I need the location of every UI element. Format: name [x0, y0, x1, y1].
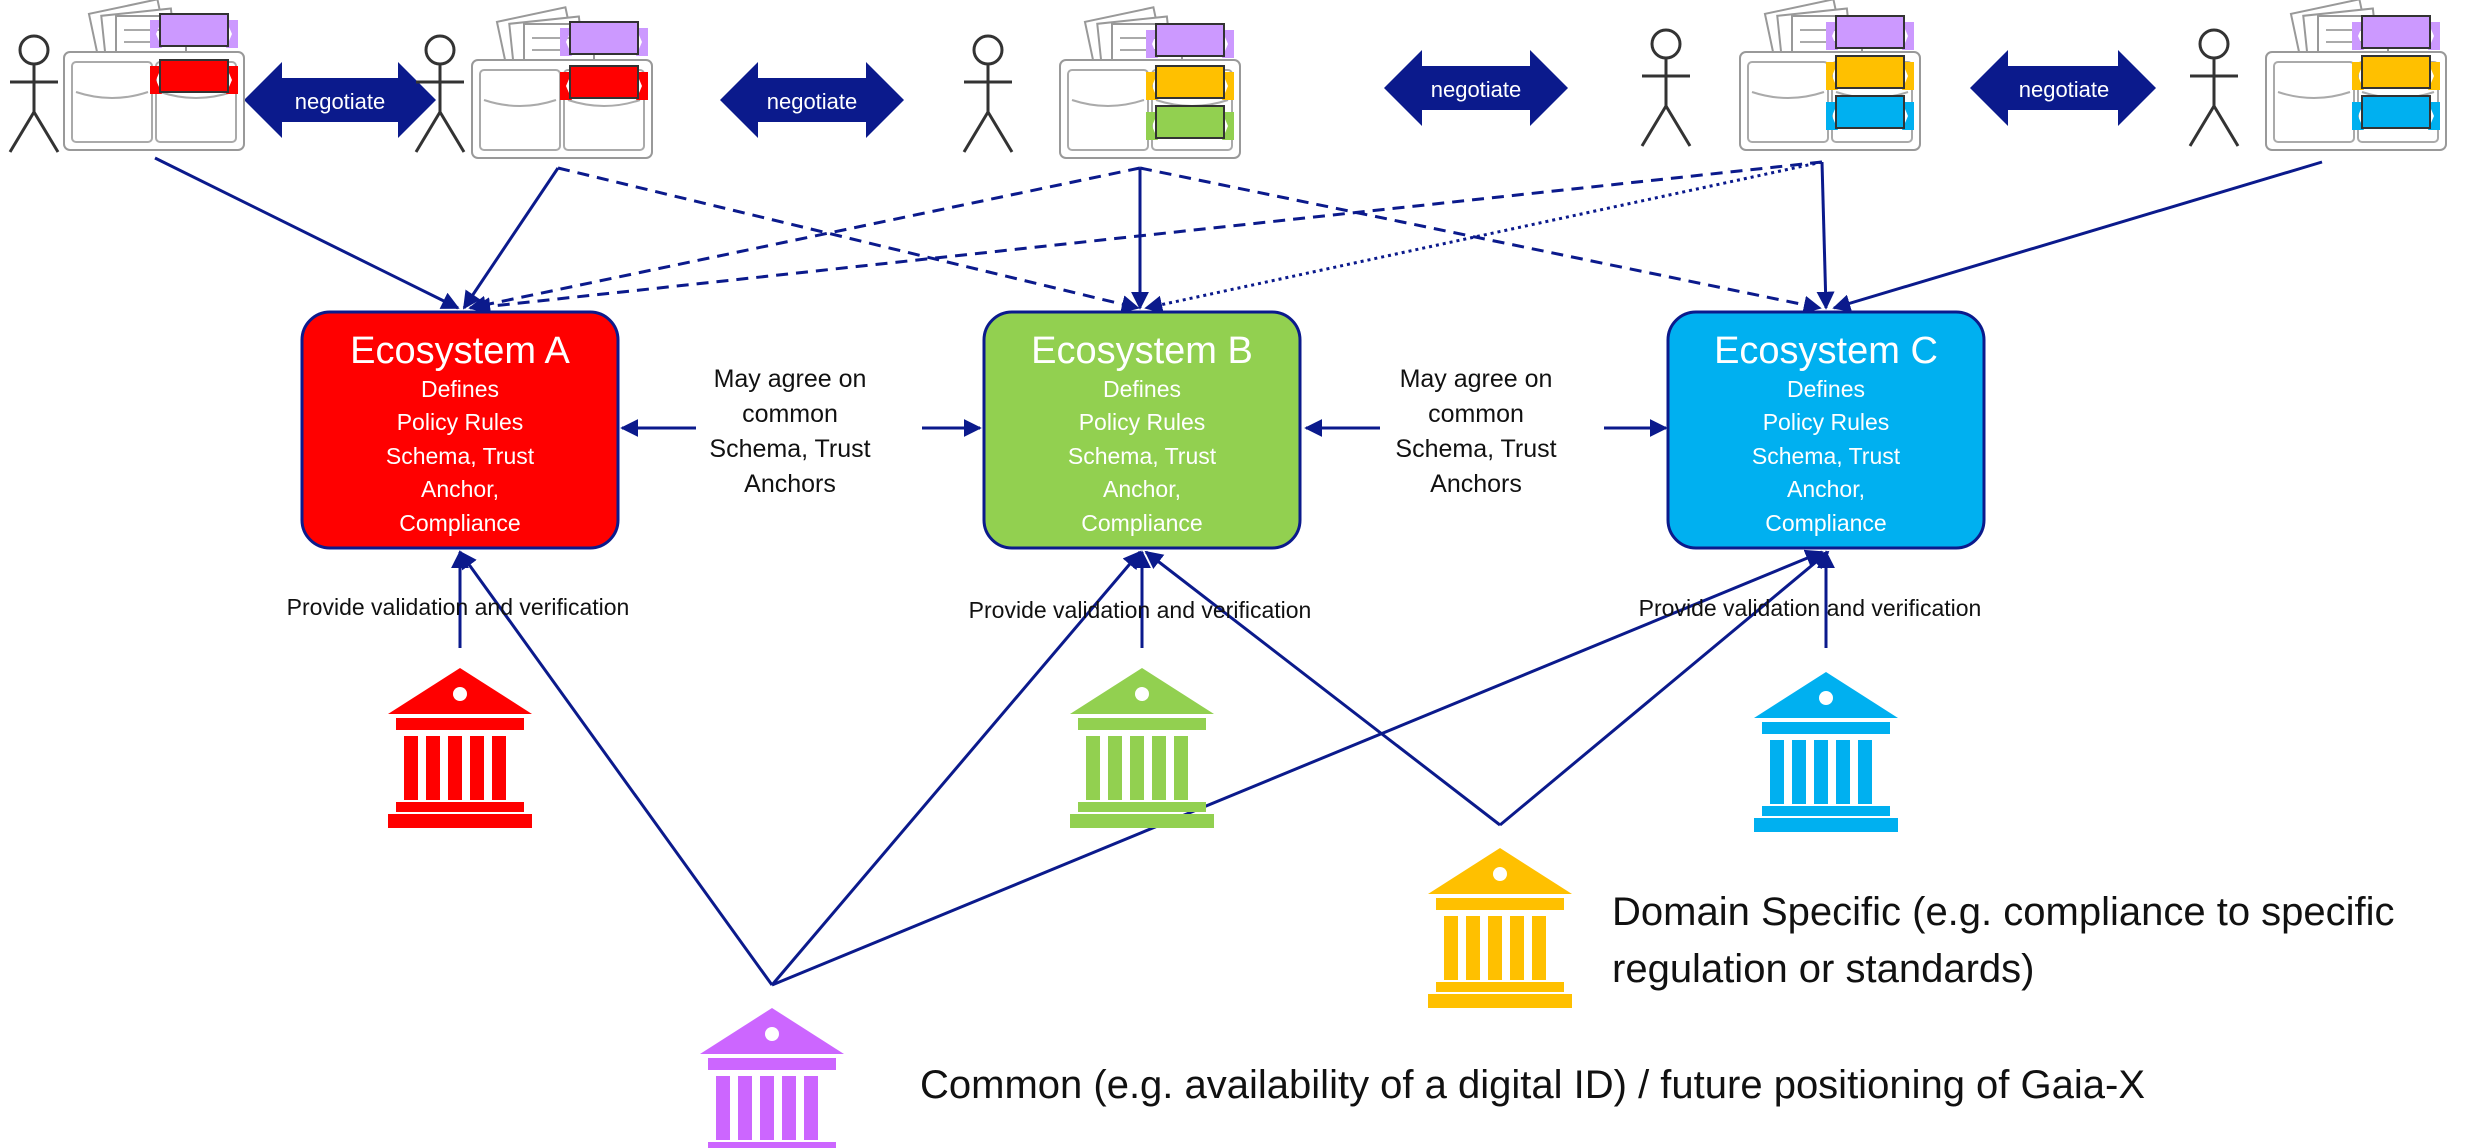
- holder-5: [2188, 0, 2447, 151]
- ecosystem-c-line: Policy Rules: [1763, 409, 1890, 435]
- institution-building-icon: [1070, 668, 1214, 828]
- agreement-note-ab: May agree on common Schema, Trust Anchor…: [709, 365, 870, 498]
- holder-2: [414, 6, 653, 159]
- ecosystem-b-title: Ecosystem B: [1031, 330, 1253, 372]
- stick-figure-icon: [2188, 28, 2240, 148]
- validation-label-a: Provide validation and verification: [287, 594, 630, 620]
- svg-text:common: common: [1428, 400, 1524, 428]
- ecosystem-c-title: Ecosystem C: [1714, 330, 1938, 372]
- negotiate-label: negotiate: [1431, 77, 1522, 102]
- ribbon-credential-icon: [1825, 15, 1915, 51]
- ecosystem-a-line: Defines: [421, 376, 499, 402]
- negotiate-label: negotiate: [767, 89, 858, 114]
- negotiate-label: negotiate: [2019, 77, 2110, 102]
- ecosystem-a-box: Ecosystem A Defines Policy Rules Schema,…: [300, 310, 620, 550]
- ribbon-credential-icon: [2351, 15, 2441, 51]
- ribbon-credential-icon: [1145, 23, 1235, 59]
- ribbon-credential-icon: [559, 21, 649, 57]
- legend-common: Common (e.g. availability of a digital I…: [920, 1063, 2145, 1107]
- institution-building-icon: [1754, 672, 1898, 832]
- ribbon-credential-icon: [559, 65, 649, 101]
- ecosystem-b-box: Ecosystem B Defines Policy Rules Schema,…: [982, 310, 1302, 550]
- ecosystem-a-title: Ecosystem A: [350, 330, 570, 372]
- agreement-note-bc: May agree on common Schema, Trust Anchor…: [1395, 365, 1556, 498]
- holder-1: [8, 0, 245, 154]
- ecosystem-b-line: Policy Rules: [1079, 409, 1206, 435]
- institution-building-icon: [1428, 848, 1572, 1008]
- negotiate-arrow-4: negotiate: [1970, 50, 2156, 126]
- legend-domain-specific-line2: regulation or standards): [1612, 947, 2034, 991]
- connector-lines: [154, 156, 2323, 987]
- ribbon-credential-icon: [1825, 95, 1915, 131]
- ribbon-credential-icon: [1145, 65, 1235, 101]
- ecosystem-c-box: Ecosystem C Defines Policy Rules Schema,…: [1666, 310, 1986, 550]
- ecosystem-b-line: Compliance: [1081, 510, 1202, 536]
- svg-text:Anchors: Anchors: [1430, 470, 1522, 498]
- negotiate-arrow-1: negotiate: [244, 62, 436, 138]
- negotiate-arrow-3: negotiate: [1384, 50, 1568, 126]
- ecosystem-a-line: Schema, Trust: [386, 443, 535, 469]
- ribbon-credential-icon: [1145, 105, 1235, 141]
- stick-figure-icon: [8, 34, 60, 154]
- svg-text:May agree on: May agree on: [1400, 365, 1553, 393]
- ecosystem-b-line: Anchor,: [1103, 476, 1181, 502]
- ecosystem-b-line: Schema, Trust: [1068, 443, 1217, 469]
- ecosystem-c-line: Defines: [1787, 376, 1865, 402]
- validation-label-c: Provide validation and verification: [1639, 595, 1982, 621]
- legend-domain-specific-line1: Domain Specific (e.g. compliance to spec…: [1612, 890, 2395, 934]
- negotiate-label: negotiate: [295, 89, 386, 114]
- stick-figure-icon: [1640, 28, 1692, 148]
- svg-text:May agree on: May agree on: [714, 365, 867, 393]
- institution-building-icon: [700, 1008, 844, 1148]
- ribbon-credential-icon: [149, 13, 239, 49]
- ecosystem-c-line: Compliance: [1765, 510, 1886, 536]
- svg-text:Schema, Trust: Schema, Trust: [709, 435, 870, 463]
- ecosystem-b-line: Defines: [1103, 376, 1181, 402]
- svg-text:Anchors: Anchors: [744, 470, 836, 498]
- ecosystem-c-line: Anchor,: [1787, 476, 1865, 502]
- negotiate-arrow-2: negotiate: [720, 62, 904, 138]
- ecosystem-a-line: Policy Rules: [397, 409, 524, 435]
- holder-4: [1640, 0, 1921, 151]
- ribbon-credential-icon: [149, 59, 239, 95]
- ecosystem-c-line: Schema, Trust: [1752, 443, 1901, 469]
- ribbon-credential-icon: [1825, 55, 1915, 91]
- stick-figure-icon: [962, 34, 1014, 154]
- ecosystem-a-line: Anchor,: [421, 476, 499, 502]
- ribbon-credential-icon: [2351, 95, 2441, 131]
- validation-label-b: Provide validation and verification: [969, 597, 1312, 623]
- ecosystem-a-line: Compliance: [399, 510, 520, 536]
- holder-3: [962, 6, 1241, 159]
- svg-text:Schema, Trust: Schema, Trust: [1395, 435, 1556, 463]
- institution-building-icon: [388, 668, 532, 828]
- svg-text:common: common: [742, 400, 838, 428]
- ribbon-credential-icon: [2351, 55, 2441, 91]
